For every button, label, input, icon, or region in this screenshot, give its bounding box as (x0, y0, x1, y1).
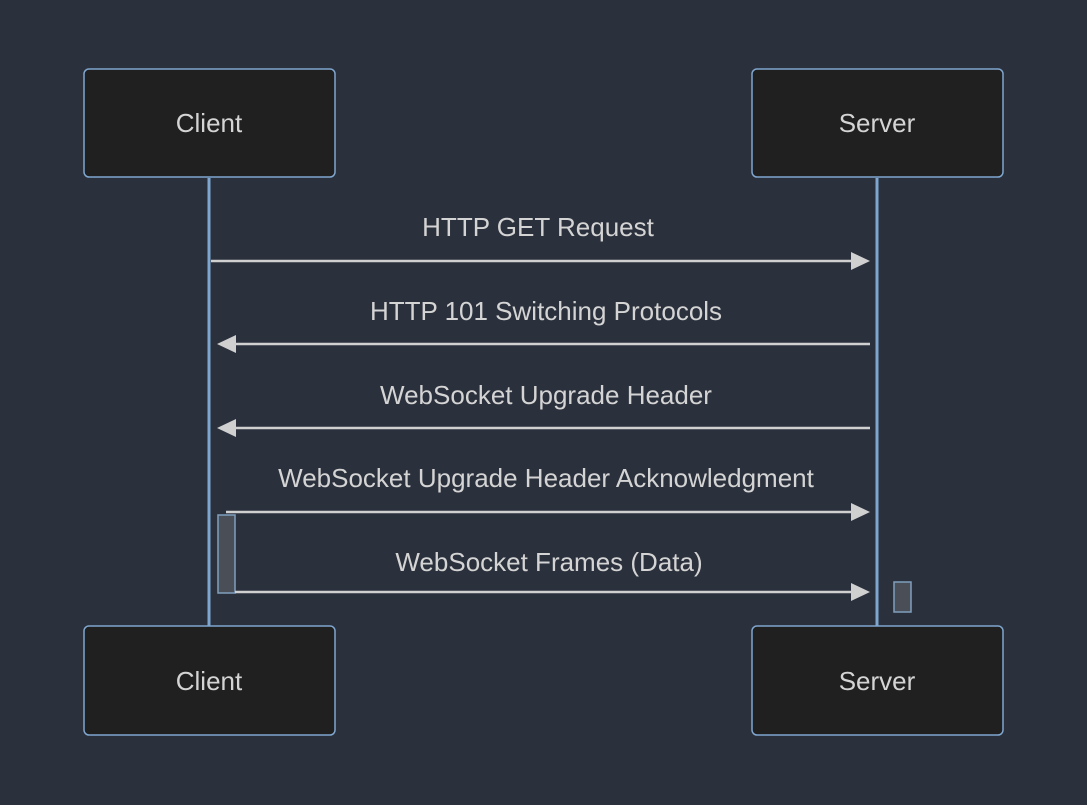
message-label: WebSocket Frames (Data) (395, 547, 702, 577)
message-upgrade-header: WebSocket Upgrade Header (217, 380, 870, 437)
arrowhead-right (851, 583, 870, 601)
arrowhead-right (851, 503, 870, 521)
client-activation-bar (217, 514, 236, 594)
client-actor-bottom-box (83, 625, 336, 736)
server-activation-bar (893, 581, 912, 613)
server-actor-bottom: Server (751, 625, 1004, 736)
message-label: WebSocket Upgrade Header Acknowledgment (278, 463, 814, 493)
client-actor-bottom-label: Client (176, 666, 243, 696)
message-websocket-frames: WebSocket Frames (Data) (235, 547, 870, 601)
client-actor-top: Client (83, 68, 336, 178)
message-upgrade-ack: WebSocket Upgrade Header Acknowledgment (226, 463, 870, 521)
client-actor-top-box (83, 68, 336, 178)
client-actor-bottom: Client (83, 625, 336, 736)
arrowhead-left (217, 335, 236, 353)
message-http-get: HTTP GET Request (211, 212, 870, 270)
message-label: HTTP 101 Switching Protocols (370, 296, 722, 326)
client-actor-top-label: Client (176, 108, 243, 138)
server-actor-top-label: Server (839, 108, 916, 138)
arrowhead-right (851, 252, 870, 270)
message-http-101: HTTP 101 Switching Protocols (217, 296, 870, 353)
server-actor-top-box (751, 68, 1004, 178)
arrowhead-left (217, 419, 236, 437)
server-actor-top: Server (751, 68, 1004, 178)
server-actor-bottom-box (751, 625, 1004, 736)
server-actor-bottom-label: Server (839, 666, 916, 696)
message-label: WebSocket Upgrade Header (380, 380, 712, 410)
message-label: HTTP GET Request (422, 212, 654, 242)
